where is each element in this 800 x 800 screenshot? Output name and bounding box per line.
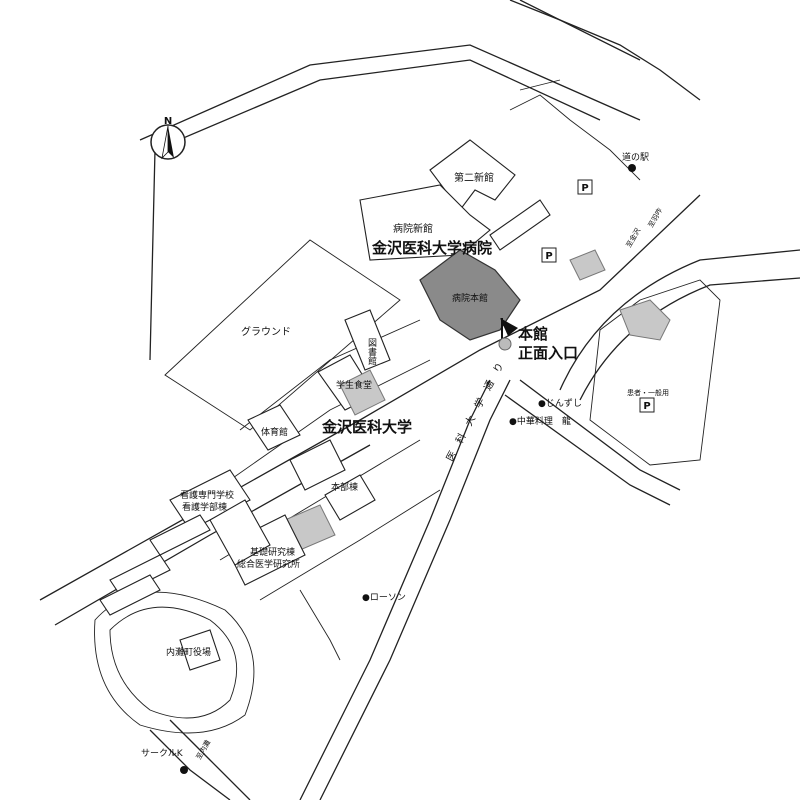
road-network (39, 0, 800, 800)
bldg-education (289, 439, 346, 491)
label-to-uchinada: 至内灘 (194, 738, 212, 761)
label-jinzushi: ●じんずし (538, 398, 582, 409)
label-hospital-new: 病院新館 (393, 222, 433, 235)
compass-letter: N (164, 116, 172, 127)
label-hospital: 金沢医科大学病院 (371, 239, 492, 257)
label-gym: 体育館 (261, 426, 288, 438)
bldg-nursing (169, 469, 251, 531)
label-university: 金沢医科大学 (321, 418, 412, 436)
bldg-library (344, 309, 391, 371)
label-hq: 本部棟 (331, 481, 358, 493)
label-lawson: ●ローソン (362, 593, 406, 603)
label-chuka: ●中華料理 龍 (509, 415, 571, 427)
label-second-new: 第二新館 (454, 171, 494, 184)
label-to-hakui: 至羽咋 (646, 206, 664, 229)
label-to-kanazawa: 至金沢 (624, 226, 642, 249)
label-entrance-2: 正面入口 (518, 344, 578, 362)
label-cafeteria: 学生食堂 (336, 379, 372, 391)
label-nursing-1: 看護専門学校 (180, 489, 234, 501)
parking-sign-1: P (577, 179, 593, 195)
label-library: 図書館 (366, 338, 377, 366)
label-circlek: サークルK (141, 748, 184, 759)
circlek-dot-icon (180, 766, 188, 774)
label-ground: グラウンド (241, 325, 291, 338)
label-medical-street: 医 科 大 学 通 り (443, 360, 506, 463)
buildings (99, 139, 606, 671)
label-hospital-main: 病院本館 (452, 292, 488, 304)
svg-text:P: P (545, 251, 552, 262)
label-basic-research-2: 総合医学研究所 (237, 558, 300, 570)
bldg-gym (247, 404, 301, 451)
label-nursing-2: 看護学部棟 (182, 501, 227, 513)
svg-text:P: P (581, 183, 588, 194)
bldg-hospital-new (359, 184, 491, 261)
north-compass: N (150, 116, 186, 160)
bldg-headquarters (324, 474, 376, 521)
michinoeki-dot-icon (628, 164, 636, 172)
label-patient-parking: 患者・一般用 (627, 388, 669, 397)
label-town-office: 内灘町役場 (166, 646, 211, 658)
label-entrance-1: 本館 (518, 325, 548, 343)
label-basic-research-1: 基礎研究棟 (250, 546, 295, 558)
bldg-basic-research (224, 514, 306, 586)
parking-sign-3: P (639, 397, 655, 413)
bldg-town-office (179, 629, 221, 671)
bldg-hospital-main (419, 249, 521, 341)
label-michinoeki: 道の駅 (622, 151, 649, 163)
parking-sign-2: P (541, 247, 557, 263)
entrance-flag-icon (498, 318, 518, 351)
svg-text:P: P (643, 401, 650, 412)
